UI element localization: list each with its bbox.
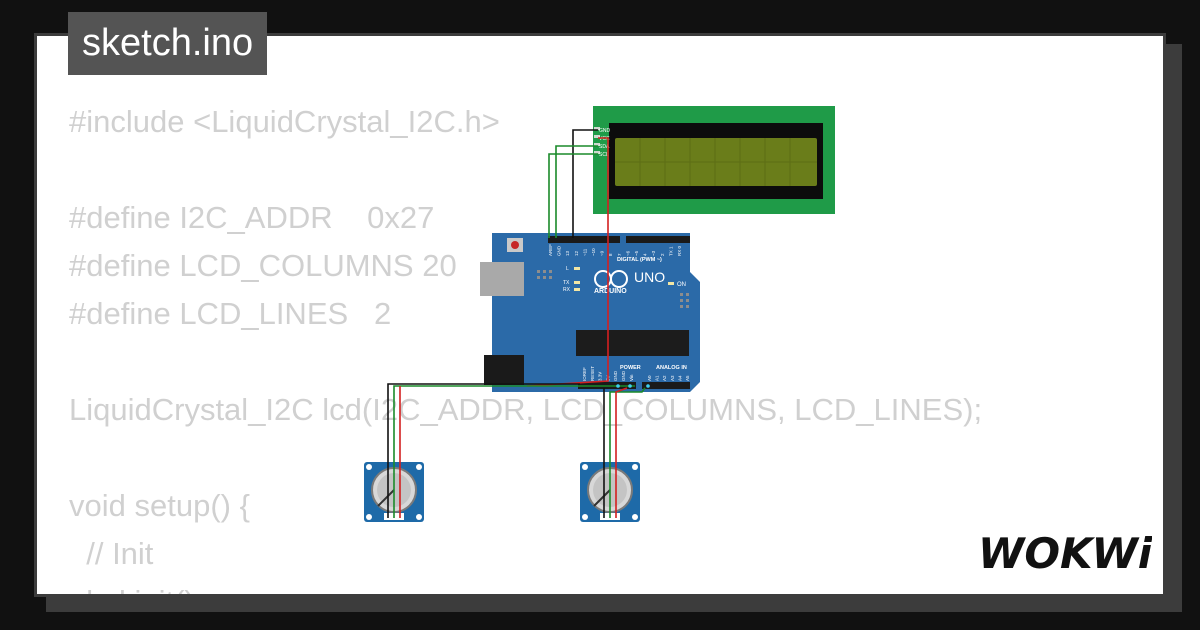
board-on-label: ON bbox=[677, 282, 686, 288]
led-label-l: L bbox=[566, 266, 569, 272]
digital-pin-label: RX 0 bbox=[677, 245, 682, 256]
code-line: LiquidCrystal_I2C lcd(I2C_ADDR, LCD_COLU… bbox=[69, 392, 983, 427]
file-tab[interactable]: sketch.ino bbox=[68, 12, 268, 75]
power-pin-label: IOREF bbox=[582, 367, 587, 381]
digital-pin-label: GND bbox=[557, 245, 562, 256]
digital-pin-label: ~11 bbox=[582, 248, 587, 256]
usb-port bbox=[480, 262, 524, 296]
digital-pin-label: ~5 bbox=[634, 250, 639, 256]
lcd-pin-vcc: VCC bbox=[599, 136, 610, 142]
digital-pin-label: 7 bbox=[617, 253, 622, 256]
code-line: void setup() { bbox=[69, 488, 250, 523]
led-label-tx: TX bbox=[563, 280, 570, 286]
analog-pin-label: A0 bbox=[647, 375, 652, 381]
wokwi-logo: WOKWi bbox=[978, 529, 1152, 578]
code-line: #define I2C_ADDR 0x27 bbox=[69, 200, 435, 235]
code-editor[interactable]: #include <LiquidCrystal_I2C.h> #define I2… bbox=[69, 98, 983, 594]
digital-pin-label: 13 bbox=[565, 250, 570, 256]
power-pin-label: GND bbox=[613, 370, 618, 381]
potentiometer-1[interactable] bbox=[364, 462, 424, 522]
board-model-label: UNO bbox=[634, 269, 665, 285]
digital-pin-label: ~6 bbox=[625, 250, 630, 256]
analog-pin-label: A3 bbox=[670, 375, 675, 381]
potentiometer-2-wires bbox=[603, 387, 646, 518]
power-pin-label: GND bbox=[621, 370, 626, 381]
digital-pin-label: ~10 bbox=[591, 248, 596, 256]
digital-pin-label: ~3 bbox=[651, 250, 656, 256]
power-jack bbox=[484, 355, 524, 385]
digital-pin-label: TX 1 bbox=[668, 246, 673, 256]
analog-pin-label: A5 bbox=[685, 375, 690, 381]
lcd-pin-gnd: GND bbox=[599, 128, 611, 134]
wokwi-logo-text: WOKWi bbox=[978, 529, 1152, 578]
lcd-pin-scl: SCL bbox=[599, 152, 609, 158]
arduino-uno-board[interactable]: UNO ARDUINO ON DIGITAL (PWM ~) POWER ANA… bbox=[480, 233, 700, 392]
digital-pin-label: ~9 bbox=[600, 250, 605, 256]
code-line: // Init bbox=[69, 536, 154, 571]
digital-pin-label: 12 bbox=[574, 250, 579, 256]
digital-pin-label: AREF bbox=[548, 244, 553, 256]
power-header-label: POWER bbox=[620, 365, 641, 371]
analog-pin-label: A1 bbox=[655, 375, 660, 381]
analog-pin-label: A4 bbox=[677, 375, 682, 381]
code-line: #define LCD_COLUMNS 20 bbox=[69, 248, 457, 283]
power-pin-label: Vin bbox=[629, 374, 634, 381]
digital-pin-label: 4 bbox=[643, 253, 648, 256]
digital-pin-label: 2 bbox=[660, 253, 665, 256]
lcd-pin-sda: SDA bbox=[599, 144, 610, 150]
digital-header-label: DIGITAL (PWM ~) bbox=[617, 257, 662, 263]
board-brand-label: ARDUINO bbox=[594, 288, 627, 295]
led-label-rx: RX bbox=[563, 287, 571, 293]
analog-header-label: ANALOG IN bbox=[656, 365, 687, 371]
atmega-chip bbox=[576, 330, 689, 356]
code-line: #include <LiquidCrystal_I2C.h> bbox=[69, 104, 500, 139]
lcd-display[interactable]: GND VCC SDA SCL bbox=[593, 106, 835, 214]
code-line: #define LCD_LINES 2 bbox=[69, 296, 392, 331]
analog-pin-label: A2 bbox=[662, 375, 667, 381]
digital-pin-label: 8 bbox=[608, 253, 613, 256]
code-line: lcd.init(); bbox=[69, 578, 982, 594]
power-pin-label: 3.3V bbox=[598, 372, 603, 381]
power-pin-label: RESET bbox=[590, 366, 595, 381]
potentiometer-1-wires bbox=[387, 383, 635, 518]
